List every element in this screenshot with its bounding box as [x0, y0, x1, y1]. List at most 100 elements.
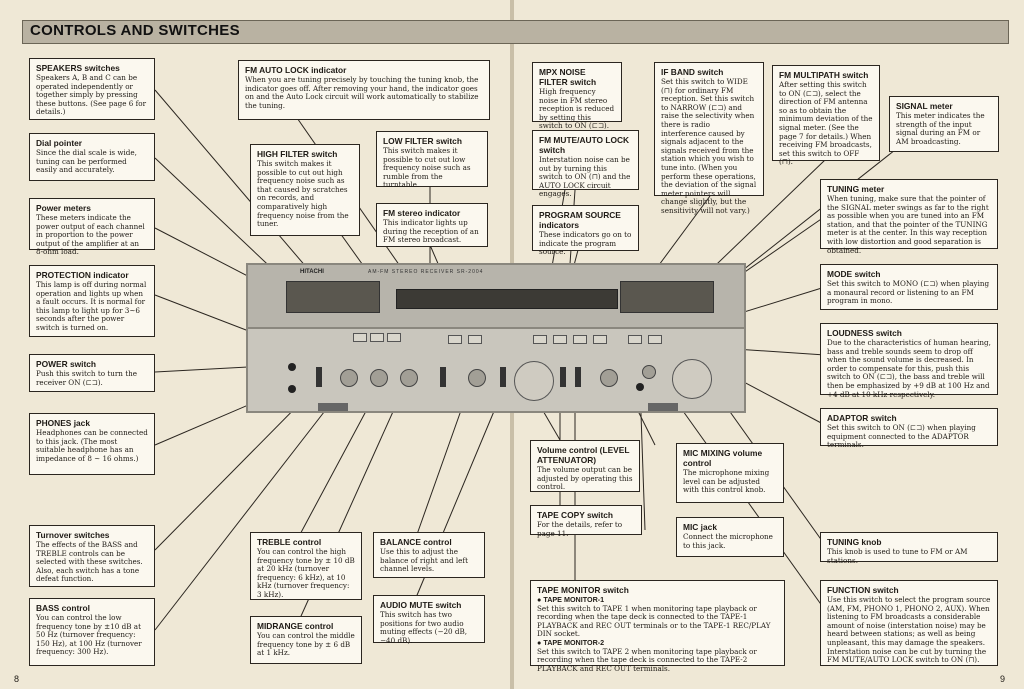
callout-title: FM AUTO LOCK indicator: [245, 65, 347, 75]
callout-text: These meters indicate the power output o…: [36, 213, 145, 257]
callout-power-meters: Power meters These meters indicate the p…: [29, 198, 155, 256]
callout-bass: BASS control You can control the low fre…: [29, 598, 155, 666]
callout-title: MPX NOISE FILTER switch: [539, 67, 597, 87]
callout-text: After setting this switch to ON (⊏⊐), se…: [779, 80, 873, 167]
callout-title: SPEAKERS switches: [36, 63, 120, 73]
callout-title: ADAPTOR switch: [827, 413, 897, 423]
tape-monitor-switch[interactable]: [575, 367, 581, 387]
callout-title: MODE switch: [827, 269, 881, 279]
audio-mute-switch[interactable]: [500, 367, 506, 387]
mode-button[interactable]: [628, 335, 642, 344]
loudness-button[interactable]: [648, 335, 662, 344]
callout-text: You can control the middle frequency ton…: [257, 631, 355, 658]
callout-title: SIGNAL meter: [896, 101, 953, 111]
function-knob[interactable]: [600, 369, 618, 387]
treble-knob[interactable]: [400, 369, 418, 387]
callout-tuning-knob: TUNING knob This knob is used to tune to…: [820, 532, 998, 564]
dial-scale: [396, 289, 618, 309]
callout-text: This meter indicates the strength of the…: [896, 111, 985, 146]
tuning-knob[interactable]: [672, 359, 712, 399]
speaker-a-button[interactable]: [353, 333, 367, 342]
midrange-knob[interactable]: [370, 369, 388, 387]
mic-mixing-knob[interactable]: [642, 365, 656, 379]
callout-title: Dial pointer: [36, 138, 83, 148]
callout-title: TREBLE control: [257, 537, 322, 547]
callout-mic-jack: MIC jack Connect the microphone to this …: [676, 517, 784, 557]
if-band-button[interactable]: [573, 335, 587, 344]
page-number-left: 8: [14, 674, 20, 684]
balance-knob[interactable]: [468, 369, 486, 387]
callout-text: This indicator lights up during the rece…: [383, 218, 479, 245]
receiver-foot-left: [318, 403, 348, 411]
callout-title: FM MULTIPATH switch: [779, 70, 869, 80]
turnover-switch-bass[interactable]: [316, 367, 322, 387]
callout-if-band: IF BAND switch Set this switch to WIDE (…: [654, 62, 764, 215]
callout-text: This lamp is off during normal operation…: [36, 280, 147, 332]
callout-text: Interstation noise can be out by turning…: [539, 155, 631, 199]
receiver-foot-right: [648, 403, 678, 411]
fm-mute-button[interactable]: [553, 335, 567, 344]
receiver-brand: HITACHI: [300, 269, 324, 275]
callout-tape-copy: TAPE COPY switch For the details, refer …: [530, 505, 642, 538]
callout-title: LOUDNESS switch: [827, 328, 902, 338]
callout-text: When tuning, make sure that the pointer …: [827, 194, 989, 255]
bass-knob[interactable]: [340, 369, 358, 387]
callout-mode: MODE switch Set this switch to MONO (⊏⊐)…: [820, 264, 998, 310]
callout-program-source: PROGRAM SOURCE indicators These indicato…: [532, 205, 639, 256]
tape-monitor-2-label: ● TAPE MONITOR-2: [537, 637, 605, 647]
callout-text: Headphones can be connected to this jack…: [36, 428, 148, 463]
callout-text: Set this switch to MONO (⊏⊐) when playin…: [827, 279, 990, 306]
callout-mic-mixing: MIC MIXING volume control The microphone…: [676, 443, 784, 503]
fm-multipath-button[interactable]: [593, 335, 607, 344]
high-filter-button[interactable]: [448, 335, 462, 344]
turnover-switch-treble[interactable]: [440, 367, 446, 387]
receiver-illustration: HITACHI AM-FM STEREO RECEIVER SR-2004: [246, 263, 746, 413]
callout-volume: Volume control (LEVEL ATTENUATOR) The vo…: [530, 440, 640, 492]
callout-loudness: LOUDNESS switch Due to the characteristi…: [820, 323, 998, 398]
callout-title: Turnover switches: [36, 530, 110, 540]
callout-balance: BALANCE control Use this to adjust the b…: [373, 532, 485, 578]
callout-dial-pointer: Dial pointer Since the dial scale is wid…: [29, 133, 155, 181]
tape-copy-switch[interactable]: [560, 367, 566, 387]
callout-phones: PHONES jack Headphones can be connected …: [29, 413, 155, 475]
callout-fm-stereo: FM stereo indicator This indicator light…: [376, 203, 488, 247]
tape-monitor-1-label: ● TAPE MONITOR-1: [537, 595, 605, 604]
callout-title: PHONES jack: [36, 418, 90, 428]
callout-text: Speakers A, B and C can be operated inde…: [36, 73, 147, 117]
callout-fm-multipath: FM MULTIPATH switch After setting this s…: [772, 65, 880, 166]
callout-title: BALANCE control: [380, 537, 452, 547]
callout-title: TAPE COPY switch: [537, 510, 614, 520]
callout-text: The volume output can be adjusted by ope…: [537, 465, 633, 492]
callout-title: LOW FILTER switch: [383, 136, 462, 146]
tape-monitor-1-text: Set this switch to TAPE 1 when monitorin…: [537, 603, 771, 639]
callout-title: PROGRAM SOURCE indicators: [539, 210, 621, 230]
callout-text: Set this switch to ON (⊏⊐) when playing …: [827, 423, 976, 450]
callout-text: Set this switch to WIDE (⊓) for ordinary…: [661, 77, 757, 215]
callout-text: Use this switch to select the program so…: [827, 595, 991, 665]
callout-text: For the details, refer to page 11.: [537, 520, 623, 538]
callout-title: BASS control: [36, 603, 90, 613]
callout-text: This switch has two positions for two au…: [380, 610, 468, 645]
callout-text: These indicators go on to indicate the p…: [539, 230, 632, 257]
mpx-filter-button[interactable]: [533, 335, 547, 344]
callout-title: Power meters: [36, 203, 91, 213]
callout-text: The effects of the BASS and TREBLE contr…: [36, 540, 143, 584]
signal-meter-display: [620, 281, 714, 313]
phones-jack[interactable]: [288, 385, 296, 393]
volume-knob[interactable]: [514, 361, 554, 401]
mic-jack[interactable]: [636, 383, 644, 391]
callout-low-filter: LOW FILTER switch This switch makes it p…: [376, 131, 488, 189]
callout-signal-meter: SIGNAL meter This meter indicates the st…: [889, 96, 999, 152]
callout-mpx-noise-filter: MPX NOISE FILTER switch High frequency n…: [532, 62, 622, 130]
callout-fm-auto-lock: FM AUTO LOCK indicator When you are tuni…: [238, 60, 490, 120]
power-switch[interactable]: [288, 363, 296, 371]
callout-title: TUNING knob: [827, 537, 882, 547]
speaker-c-button[interactable]: [387, 333, 401, 342]
callout-title: TAPE MONITOR switch: [537, 585, 629, 595]
low-filter-button[interactable]: [468, 335, 482, 344]
callout-title: AUDIO MUTE switch: [380, 600, 462, 610]
callout-title: Volume control (LEVEL ATTENUATOR): [537, 445, 630, 465]
callout-text: Since the dial scale is wide, tuning can…: [36, 148, 137, 175]
speaker-b-button[interactable]: [370, 333, 384, 342]
callout-speakers: SPEAKERS switches Speakers A, B and C ca…: [29, 58, 155, 120]
